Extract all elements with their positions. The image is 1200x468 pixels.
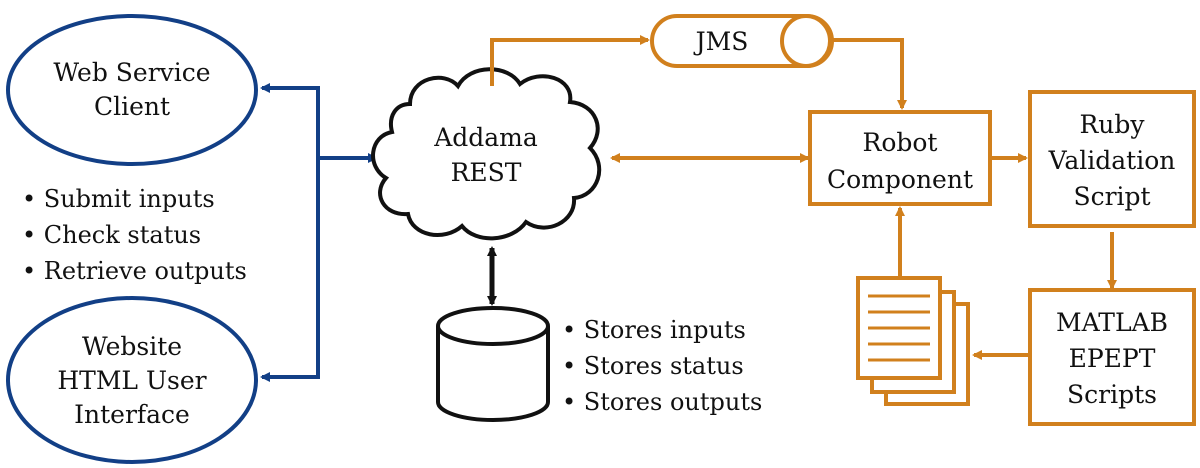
website-ui-label-3: Interface bbox=[74, 400, 190, 429]
storage-actions-list: • Stores inputs • Stores status • Stores… bbox=[562, 316, 762, 416]
website-ui-node: Website HTML User Interface bbox=[6, 296, 258, 464]
website-ui-label-2: HTML User bbox=[57, 366, 206, 395]
web-service-client-ellipse bbox=[6, 14, 258, 166]
web-service-client-node: Web Service Client bbox=[6, 14, 258, 166]
web-service-client-connector bbox=[260, 83, 320, 158]
web-service-client-label-2: Client bbox=[94, 92, 170, 121]
matlab-label-1: MATLAB bbox=[1056, 308, 1168, 337]
ruby-label-1: Ruby bbox=[1079, 110, 1145, 139]
addama-rest-node: Addama REST bbox=[371, 67, 602, 241]
jms-node: JMS bbox=[650, 14, 834, 68]
jms-to-robot-arrow bbox=[828, 38, 907, 110]
client-action-item: • Submit inputs bbox=[22, 185, 215, 213]
addama-label-2: REST bbox=[451, 158, 522, 187]
robot-label-2: Component bbox=[827, 165, 973, 194]
matlab-label-2: EPEPT bbox=[1069, 344, 1156, 373]
storage-action-item: • Stores outputs bbox=[562, 388, 762, 416]
client-action-item: • Check status bbox=[22, 221, 201, 249]
client-action-item: • Retrieve outputs bbox=[22, 257, 247, 285]
website-ui-ellipse bbox=[6, 296, 258, 464]
matlab-label-3: Scripts bbox=[1067, 380, 1157, 409]
jms-queue-end bbox=[780, 14, 832, 68]
database-cylinder-top bbox=[436, 306, 550, 346]
orange-connectors bbox=[490, 35, 1117, 360]
addama-to-jms-arrow bbox=[490, 35, 650, 86]
website-ui-label-1: Website bbox=[82, 332, 182, 361]
ruby-label-3: Script bbox=[1073, 182, 1150, 211]
storage-action-item: • Stores status bbox=[562, 352, 744, 380]
robot-component-node: Robot Component bbox=[808, 110, 992, 206]
robot-label-1: Robot bbox=[863, 128, 938, 157]
ruby-validation-box bbox=[1028, 90, 1196, 228]
document-stack-icon bbox=[856, 276, 970, 406]
website-ui-connector bbox=[260, 158, 320, 382]
matlab-epept-box bbox=[1028, 288, 1196, 426]
database-cylinder bbox=[436, 326, 550, 422]
document-lines bbox=[868, 294, 930, 362]
web-service-client-label-1: Web Service bbox=[53, 58, 210, 87]
database-node bbox=[436, 306, 550, 422]
client-connectors bbox=[260, 83, 378, 382]
addama-label-1: Addama bbox=[433, 123, 538, 152]
ruby-validation-node: Ruby Validation Script bbox=[1028, 90, 1196, 228]
storage-action-item: • Stores inputs bbox=[562, 316, 746, 344]
jms-label: JMS bbox=[693, 27, 749, 56]
robot-component-box bbox=[808, 110, 992, 206]
client-actions-list: • Submit inputs • Check status • Retriev… bbox=[22, 185, 247, 285]
matlab-epept-node: MATLAB EPEPT Scripts bbox=[1028, 288, 1196, 426]
cloud-shape bbox=[371, 67, 602, 241]
ruby-label-2: Validation bbox=[1048, 146, 1176, 175]
